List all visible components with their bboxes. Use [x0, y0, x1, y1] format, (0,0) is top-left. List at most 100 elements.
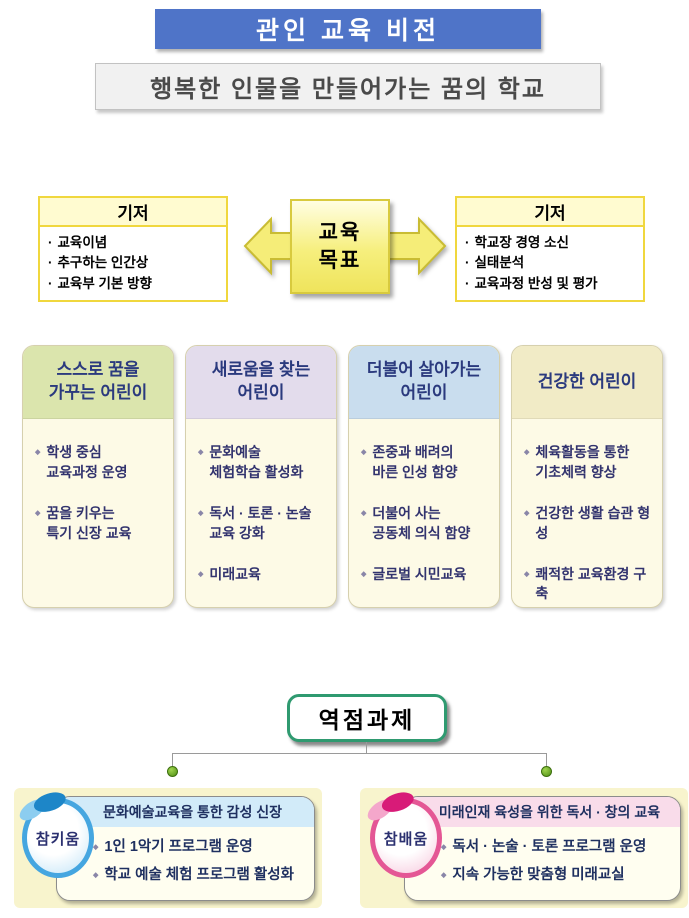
double-arrow-icon	[243, 216, 447, 276]
bullet-diamond-icon	[198, 448, 203, 483]
focus-card-item: 학교 예술 체험 프로그램 활성화	[93, 866, 310, 885]
pillar-item: 건강한 생활 습관 형성	[524, 504, 654, 544]
connector-dot-icon	[541, 766, 552, 777]
foundation-item-label: 추구하는 인간상	[57, 255, 149, 271]
pillar-item-label: 독서 · 토론 · 논술 교육 강화	[209, 504, 312, 541]
bullet-diamond-icon	[198, 509, 203, 544]
focus-card-title: 미래인재 육성을 위한 독서 · 창의 교육	[405, 797, 680, 827]
bullet-diamond-icon	[441, 871, 446, 885]
bullet-dot-icon	[465, 233, 475, 253]
bullet-diamond-icon	[361, 570, 366, 585]
focus-card-body: 1인 1악기 프로그램 운영 학교 예술 체험 프로그램 활성화	[57, 827, 314, 885]
focus-card-title: 문화예술교육을 통한 감성 신장	[57, 797, 314, 827]
pillar-item-label: 문화예술 체험학습 활성화	[209, 444, 304, 480]
foundation-item: 실태분석	[465, 253, 639, 273]
foundation-item-label: 실태분석	[474, 255, 525, 271]
focus-card-item: 1인 1악기 프로그램 운영	[93, 838, 310, 857]
pillar-item-label: 체육활동을 통한 기초체력 향상	[535, 444, 630, 480]
focus-card-item-label: 독서 · 논술 · 토론 프로그램 운영	[452, 839, 647, 855]
bullet-diamond-icon	[361, 509, 366, 544]
pillar-title: 더불어 살아가는 어린이	[349, 346, 499, 419]
bullet-diamond-icon	[524, 570, 529, 605]
focus-card-panel: 문화예술교육을 통한 감성 신장 1인 1악기 프로그램 운영 학교 예술 체험…	[56, 796, 315, 901]
pillar-item: 더불어 사는 공동체 의식 함양	[361, 504, 491, 544]
foundation-item: 추구하는 인간상	[48, 253, 222, 273]
focus-card-chambaeum: 참배움 미래인재 육성을 위한 독서 · 창의 교육 독서 · 논술 · 토론 …	[360, 788, 688, 908]
page-subtitle: 행복한 인물을 만들어가는 꿈의 학교	[95, 63, 601, 110]
bullet-dot-icon	[465, 274, 475, 294]
bullet-dot-icon	[48, 233, 58, 253]
focus-card-item-label: 1인 1악기 프로그램 운영	[104, 839, 253, 855]
pillar-item-label: 쾌적한 교육환경 구축	[535, 565, 647, 602]
pillar-title: 스스로 꿈을 가꾸는 어린이	[23, 346, 173, 419]
pillar-item: 꿈을 키우는 특기 신장 교육	[35, 504, 165, 544]
bullet-diamond-icon	[441, 843, 446, 857]
focus-card-body: 독서 · 논술 · 토론 프로그램 운영 지속 가능한 맞춤형 미래교실	[405, 827, 680, 885]
page-title: 관인 교육 비전	[155, 9, 541, 49]
foundation-item: 교육이념	[48, 233, 222, 253]
pillar-item: 글로벌 시민교육	[361, 565, 491, 585]
foundation-right-box: 기저 학교장 경영 소신 실태분석 교육과정 반성 및 평가	[455, 196, 645, 302]
pillar-item: 학생 중심 교육과정 운영	[35, 443, 165, 483]
bullet-diamond-icon	[35, 509, 40, 544]
pillar-body: 체육활동을 통한 기초체력 향상 건강한 생활 습관 형성 쾌적한 교육환경 구…	[512, 419, 662, 604]
bullet-diamond-icon	[361, 448, 366, 483]
foundation-right-title: 기저	[457, 198, 643, 227]
focus-card-panel: 미래인재 육성을 위한 독서 · 창의 교육 독서 · 논술 · 토론 프로그램…	[404, 796, 681, 901]
connector-line	[546, 753, 547, 768]
pillar-item-label: 꿈을 키우는 특기 신장 교육	[46, 504, 132, 541]
foundation-item-label: 학교장 경영 소신	[474, 235, 569, 250]
pillar-item-label: 건강한 생활 습관 형성	[535, 504, 651, 541]
bullet-dot-icon	[465, 253, 475, 273]
pillar-novelty: 새로움을 찾는 어린이 문화예술 체험학습 활성화 독서 · 토론 · 논술 교…	[185, 345, 337, 608]
pillar-title: 건강한 어린이	[512, 346, 662, 419]
pillar-item-label: 더불어 사는 공동체 의식 함양	[372, 504, 471, 541]
bullet-diamond-icon	[524, 509, 529, 544]
pillar-item: 문화예술 체험학습 활성화	[198, 443, 328, 483]
badge-label: 참배움	[383, 830, 429, 848]
pillar-healthy: 건강한 어린이 체육활동을 통한 기초체력 향상 건강한 생활 습관 형성 쾌적…	[511, 345, 663, 608]
foundation-left-title: 기저	[40, 198, 226, 227]
bullet-diamond-icon	[93, 843, 98, 857]
focus-card-item-label: 학교 예술 체험 프로그램 활성화	[104, 866, 294, 883]
foundation-item: 교육과정 반성 및 평가	[465, 274, 639, 294]
pillar-body: 문화예술 체험학습 활성화 독서 · 토론 · 논술 교육 강화 미래교육	[186, 419, 336, 584]
education-goal-box: 교육 목표	[290, 199, 390, 294]
connector-line	[366, 742, 367, 753]
pillar-item-label: 존중과 배려의 바른 인성 함양	[372, 444, 458, 480]
pillar-self-dream: 스스로 꿈을 가꾸는 어린이 학생 중심 교육과정 운영 꿈을 키우는 특기 신…	[22, 345, 174, 608]
foundation-left-list: 교육이념 추구하는 인간상 교육부 기본 방향	[40, 227, 226, 294]
focus-card-item: 지속 가능한 맞춤형 미래교실	[441, 866, 676, 885]
pillar-item-label: 미래교육	[209, 565, 261, 582]
bullet-dot-icon	[48, 274, 58, 294]
focus-card-chamkium: 참키움 문화예술교육을 통한 감성 신장 1인 1악기 프로그램 운영 학교 예…	[14, 788, 322, 908]
connector-dot-icon	[167, 766, 178, 777]
connector-line	[172, 753, 173, 768]
pillar-item: 쾌적한 교육환경 구축	[524, 565, 654, 605]
badge-label: 참키움	[35, 830, 81, 848]
chamkium-badge: 참키움	[19, 792, 94, 878]
foundation-left-box: 기저 교육이념 추구하는 인간상 교육부 기본 방향	[38, 196, 228, 302]
pillar-item: 미래교육	[198, 565, 328, 585]
bullet-diamond-icon	[35, 448, 40, 483]
bullet-dot-icon	[48, 253, 58, 273]
foundation-item: 학교장 경영 소신	[465, 233, 639, 253]
foundation-item-label: 교육이념	[57, 235, 108, 250]
foundation-item-label: 교육부 기본 방향	[57, 275, 152, 291]
pillar-body: 학생 중심 교육과정 운영 꿈을 키우는 특기 신장 교육	[23, 419, 173, 544]
foundation-right-list: 학교장 경영 소신 실태분석 교육과정 반성 및 평가	[457, 227, 643, 294]
leaf-icon	[19, 792, 66, 821]
pillar-item-label: 글로벌 시민교육	[372, 565, 467, 582]
foundation-item: 교육부 기본 방향	[48, 274, 222, 294]
pillar-item: 체육활동을 통한 기초체력 향상	[524, 443, 654, 483]
pillar-item: 독서 · 토론 · 논술 교육 강화	[198, 504, 328, 544]
education-goal-group: 교육 목표	[243, 199, 447, 297]
bullet-diamond-icon	[524, 448, 529, 483]
leaf-icon	[367, 792, 414, 821]
pillar-title: 새로움을 찾는 어린이	[186, 346, 336, 419]
pillar-item-label: 학생 중심 교육과정 운영	[46, 444, 128, 480]
pillar-body: 존중과 배려의 바른 인성 함양 더불어 사는 공동체 의식 함양 글로벌 시민…	[349, 419, 499, 584]
pillar-item: 존중과 배려의 바른 인성 함양	[361, 443, 491, 483]
connector-line	[172, 753, 546, 754]
